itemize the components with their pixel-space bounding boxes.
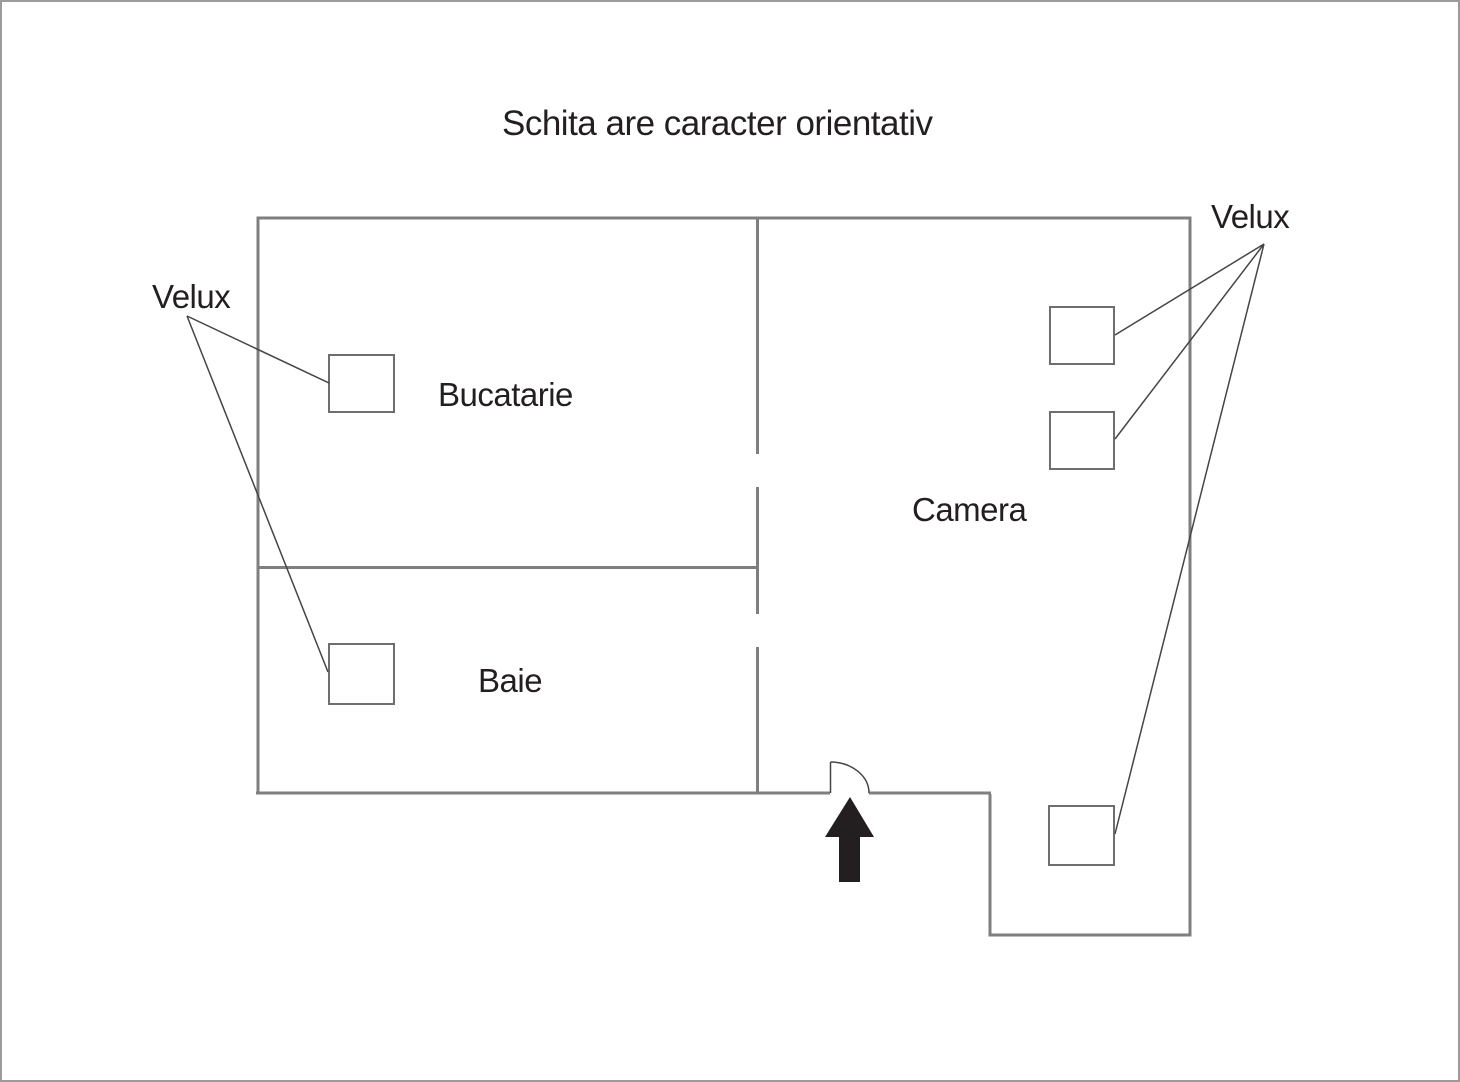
door-swing-arc-icon (830, 761, 870, 794)
outer-wall (256, 216, 1192, 937)
entrance-arrow-icon (825, 797, 874, 882)
velux-windows (328, 306, 1115, 866)
leader-lines (186, 243, 1265, 835)
leader-right-to-camera-bottom (1114, 243, 1265, 835)
velux-window-bucatarie (328, 354, 395, 413)
room-label-camera: Camera (912, 491, 1027, 528)
room-label-baie: Baie (478, 662, 543, 699)
sketch-title: Schita are caracter orientativ (502, 104, 933, 143)
leader-right-to-camera-middle (1114, 243, 1265, 440)
velux-window-camera-top (1049, 306, 1115, 365)
velux-label-right: Velux (1211, 198, 1290, 235)
leader-left-to-bucatarie (186, 315, 330, 384)
velux-label-left: Velux (152, 278, 231, 315)
velux-window-camera-middle (1049, 411, 1115, 470)
room-label-bucatarie: Bucatarie (438, 376, 573, 413)
entrance-door (829, 761, 870, 794)
velux-window-baie (328, 643, 395, 705)
leader-left-to-baie (186, 315, 329, 673)
leader-right-to-camera-top (1114, 243, 1265, 336)
plan-walls (256, 216, 1192, 937)
velux-window-camera-bottom (1048, 805, 1115, 866)
